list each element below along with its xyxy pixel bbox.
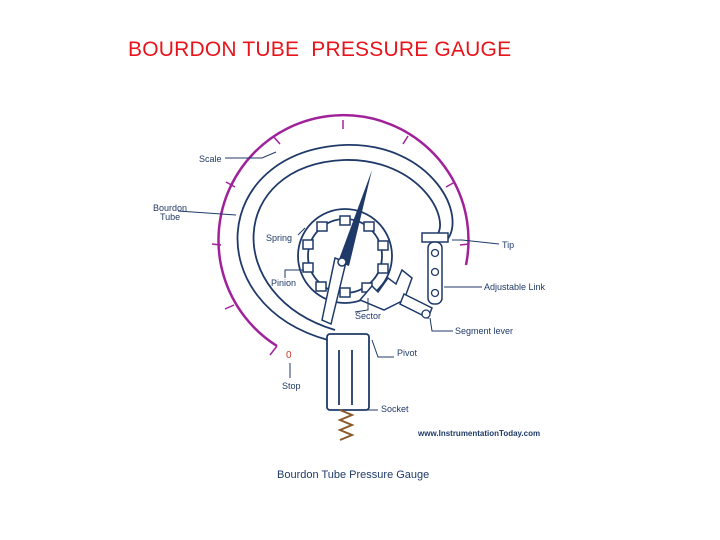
scale-ticks	[211, 120, 470, 356]
label-pivot: Pivot	[397, 348, 418, 358]
gear-teeth	[302, 215, 389, 298]
adjustable-link	[427, 241, 443, 305]
label-pinion: Pinion	[271, 278, 296, 288]
socket-block	[326, 333, 370, 411]
zero-mark: 0	[286, 350, 292, 361]
label-sector: Sector	[355, 311, 381, 321]
label-stop: Stop	[282, 381, 301, 391]
sector	[358, 268, 413, 311]
label-spring: Spring	[266, 233, 292, 243]
segment-lever	[399, 292, 433, 320]
socket-thread	[337, 409, 355, 441]
label-bourdon-tube-2: Tube	[160, 212, 180, 222]
diagram-caption: Bourdon Tube Pressure Gauge	[277, 469, 429, 481]
leader-lines	[177, 151, 500, 411]
label-bourdon-tube-1: Bourdon	[153, 203, 187, 213]
website-credit: www.InstrumentationToday.com	[417, 429, 540, 438]
label-adjustable-link: Adjustable Link	[484, 282, 546, 292]
label-scale: Scale	[199, 154, 222, 164]
tip-block	[421, 232, 449, 243]
bourdon-tube-inner	[252, 159, 441, 331]
slide-title: BOURDON TUBE PRESSURE GAUGE	[128, 38, 512, 61]
label-tip: Tip	[502, 240, 514, 250]
pointer	[321, 170, 372, 326]
label-segment-lever: Segment lever	[455, 326, 513, 336]
label-socket: Socket	[381, 404, 409, 414]
bourdon-tube-outer	[236, 144, 454, 341]
